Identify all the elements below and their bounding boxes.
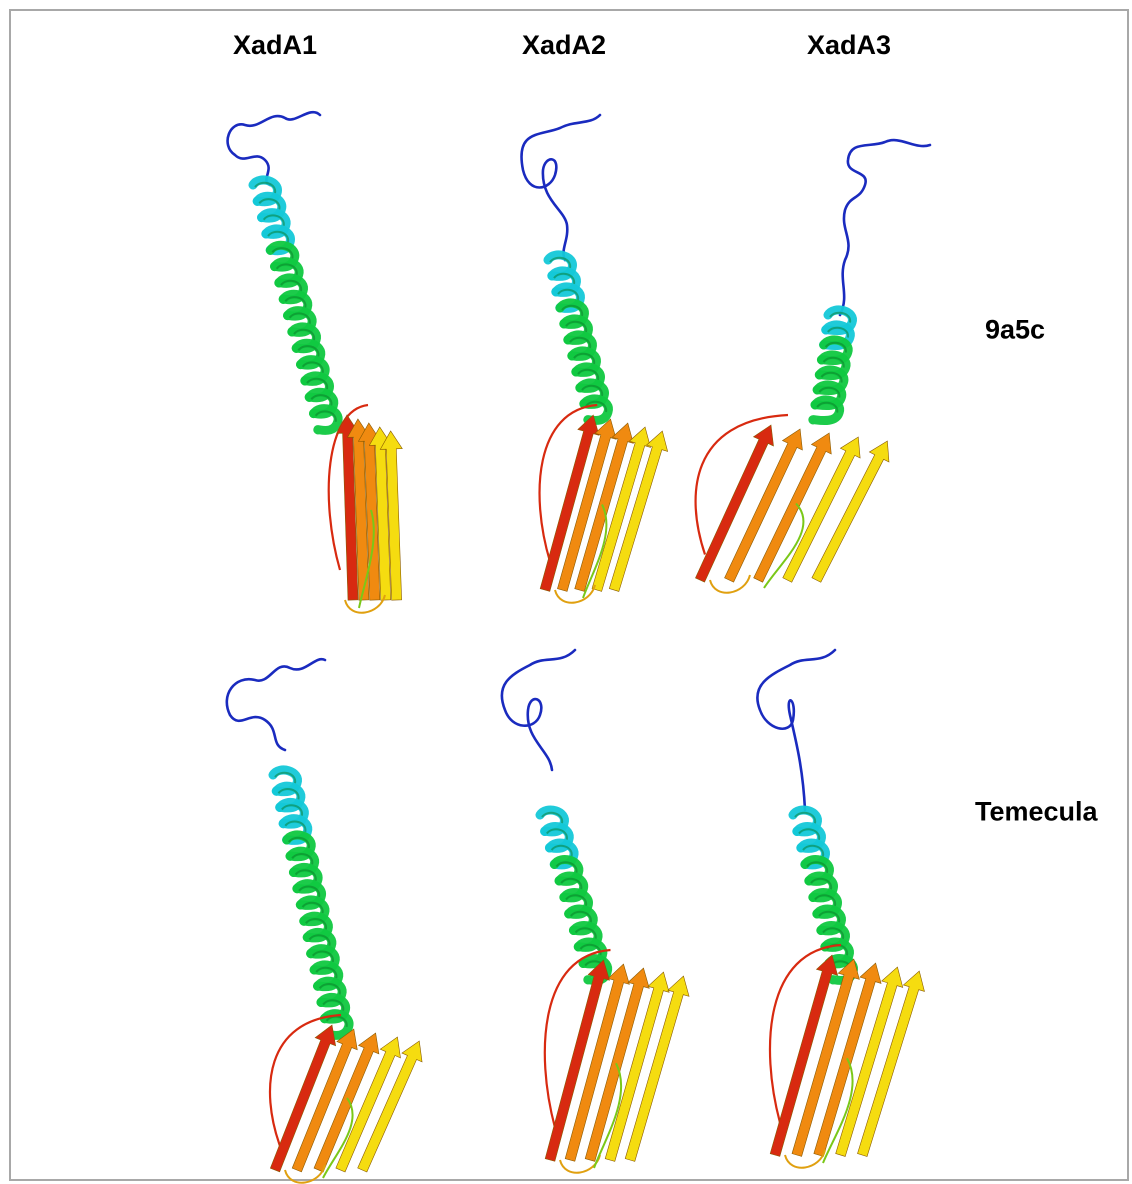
structure-xada1-9a5c bbox=[215, 100, 395, 610]
ribbon-diagram bbox=[505, 100, 685, 610]
n-terminal-loop bbox=[521, 115, 600, 260]
alpha-helix bbox=[253, 180, 338, 431]
beta-sheet bbox=[329, 405, 403, 613]
n-terminal-loop bbox=[502, 650, 575, 770]
structure-xada1-temecula bbox=[215, 650, 395, 1180]
alpha-helix bbox=[548, 255, 608, 421]
column-label-xada2: XadA2 bbox=[522, 30, 606, 61]
alpha-helix bbox=[540, 810, 608, 981]
ribbon-diagram bbox=[215, 100, 395, 610]
n-terminal-loop bbox=[840, 140, 930, 315]
beta-sheet bbox=[770, 945, 924, 1168]
alpha-helix bbox=[813, 310, 853, 421]
beta-sheet bbox=[695, 415, 889, 593]
alpha-helix bbox=[273, 770, 349, 1036]
structure-xada2-9a5c bbox=[505, 100, 685, 610]
structure-xada2-temecula bbox=[490, 640, 690, 1180]
ribbon-diagram bbox=[745, 640, 945, 1180]
beta-sheet bbox=[545, 950, 689, 1173]
alpha-helix bbox=[793, 810, 853, 981]
row-label-temecula: Temecula bbox=[975, 797, 1098, 828]
n-terminal-loop bbox=[757, 650, 835, 810]
row-label-9a5c: 9a5c bbox=[985, 315, 1045, 346]
beta-sheet bbox=[540, 405, 668, 603]
structure-xada3-temecula bbox=[745, 640, 945, 1180]
n-terminal-loop bbox=[228, 112, 320, 185]
column-label-xada1: XadA1 bbox=[233, 30, 317, 61]
structure-xada3-9a5c bbox=[690, 130, 950, 600]
n-terminal-loop bbox=[227, 659, 325, 750]
ribbon-diagram bbox=[215, 650, 395, 1180]
ribbon-diagram bbox=[490, 640, 690, 1180]
column-label-xada3: XadA3 bbox=[807, 30, 891, 61]
ribbon-diagram bbox=[690, 130, 950, 600]
